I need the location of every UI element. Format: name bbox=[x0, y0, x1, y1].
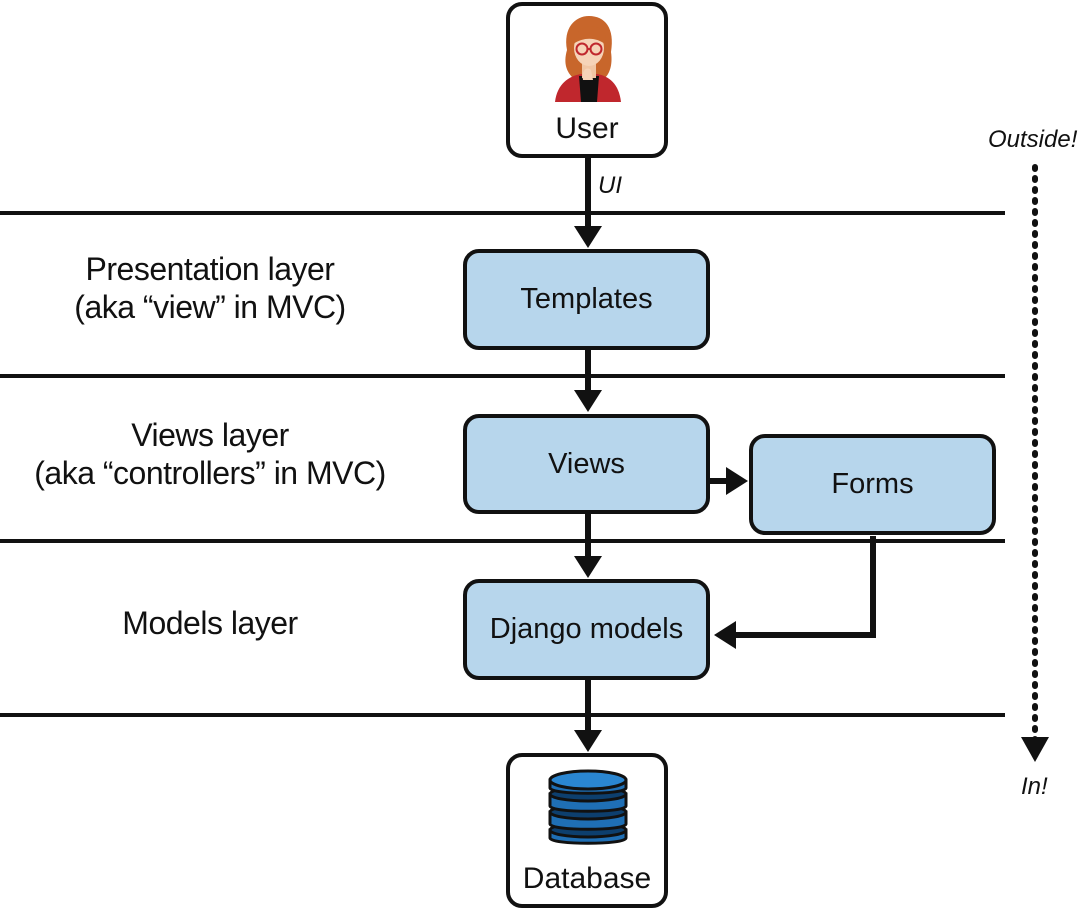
layer-label-line: Models layer bbox=[122, 605, 298, 641]
arrowhead bbox=[574, 390, 602, 412]
database-cylinder-icon bbox=[548, 769, 628, 845]
person-avatar-icon bbox=[555, 16, 621, 102]
layer-label-line: (aka “controllers” in MVC) bbox=[34, 455, 386, 491]
edge-label-ui: UI bbox=[598, 172, 622, 199]
arrow-forms-to-models bbox=[732, 536, 876, 638]
arrowhead bbox=[726, 467, 748, 495]
layer-label-views: Views layer (aka “controllers” in MVC) bbox=[0, 416, 420, 492]
arrowhead bbox=[574, 226, 602, 248]
layer-label-models: Models layer bbox=[0, 604, 420, 642]
views-node: Views bbox=[463, 414, 710, 514]
django-models-node: Django models bbox=[463, 579, 710, 680]
django-models-label: Django models bbox=[489, 613, 684, 645]
layer-label-presentation: Presentation layer (aka “view” in MVC) bbox=[0, 250, 420, 326]
layer-label-line: Views layer bbox=[131, 417, 289, 453]
layer-label-line: (aka “view” in MVC) bbox=[74, 289, 346, 325]
templates-label: Templates bbox=[520, 283, 653, 315]
arrowhead bbox=[714, 621, 736, 649]
templates-node: Templates bbox=[463, 249, 710, 350]
forms-node: Forms bbox=[749, 434, 996, 535]
arrowhead bbox=[574, 556, 602, 578]
database-label: Database bbox=[522, 862, 652, 895]
arrowhead bbox=[574, 730, 602, 752]
views-label: Views bbox=[548, 447, 625, 480]
direction-arrowhead bbox=[1021, 737, 1049, 762]
user-label: User bbox=[555, 112, 619, 145]
direction-label-in: In! bbox=[1021, 773, 1048, 800]
layer-label-line: Presentation layer bbox=[85, 251, 335, 287]
forms-label: Forms bbox=[831, 468, 914, 500]
direction-label-outside: Outside! bbox=[988, 126, 1078, 153]
